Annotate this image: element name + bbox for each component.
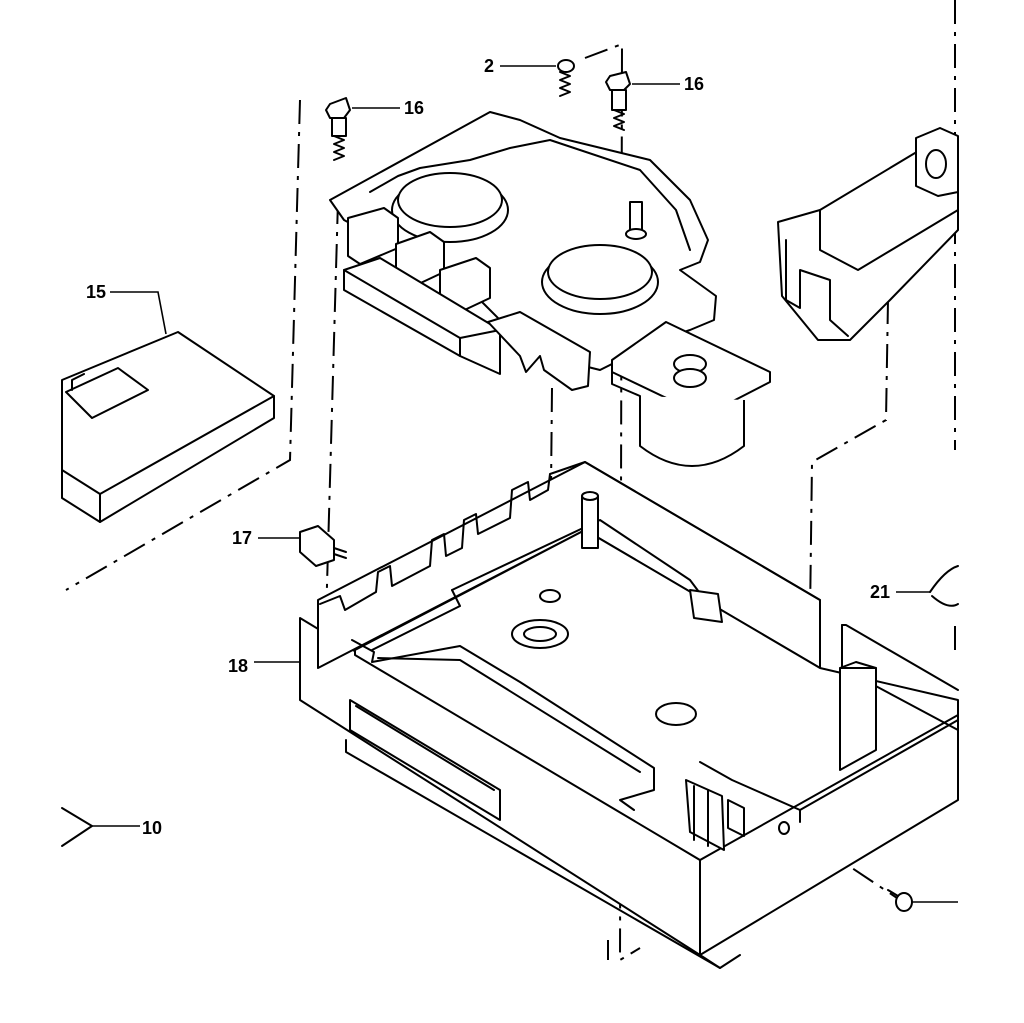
part-18-chassis-tray <box>299 461 959 969</box>
label-part-2: 2 <box>484 56 495 76</box>
label-part-21: 21 <box>870 582 891 602</box>
label-part-10: 10 <box>142 818 163 838</box>
part-16-screw-right <box>605 71 631 131</box>
tape-mechanism-assembly <box>329 111 771 467</box>
right-side-bracket <box>777 127 959 341</box>
label-part-15: 15 <box>86 282 107 302</box>
part-21-clip <box>929 565 959 607</box>
label-part-17: 17 <box>232 528 253 548</box>
label-part-16-right: 16 <box>684 74 705 94</box>
part-10-edge <box>61 807 93 847</box>
part-17-connector <box>299 525 347 567</box>
part-16-screw-left <box>325 97 351 161</box>
part-2-screw <box>557 59 575 97</box>
label-part-18: 18 <box>228 656 249 676</box>
label-part-16-left: 16 <box>404 98 425 118</box>
part-15-cover-panel <box>61 331 275 523</box>
leader-lines <box>92 65 958 903</box>
side-screw <box>887 889 913 912</box>
